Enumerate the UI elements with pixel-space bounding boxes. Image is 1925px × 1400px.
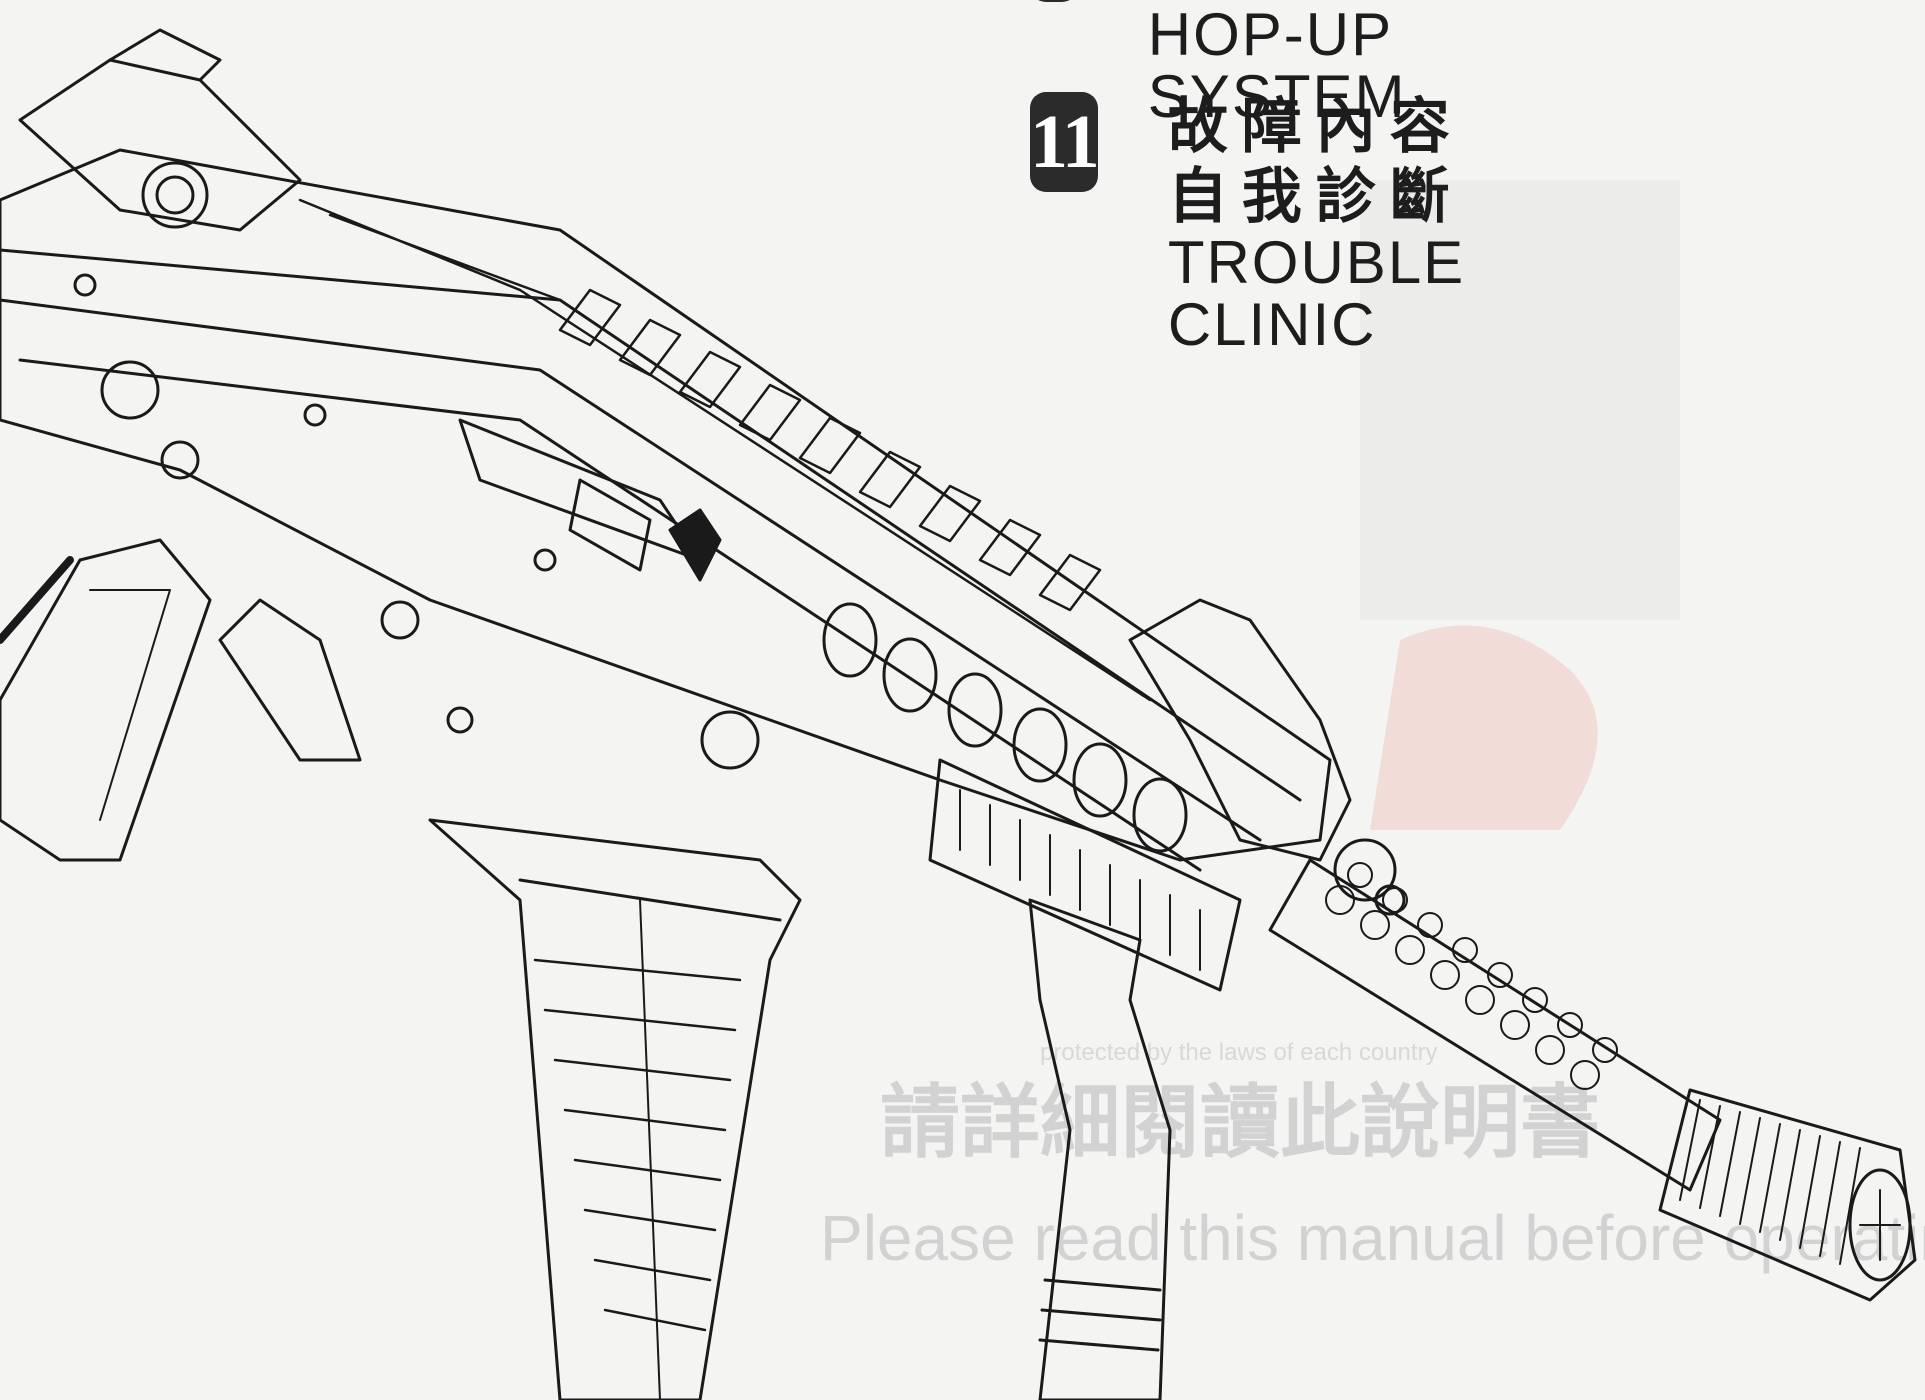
toc-title-zh: 故障內容自我診斷 — [1167, 92, 1464, 232]
magazine — [428, 818, 802, 1400]
toc-item-previous: VARIABLE HOP-UP SYSTEM — [1030, 0, 1515, 128]
pistol-grip — [0, 538, 212, 862]
bleed-line-1: 請詳細閱讀此說明書 — [880, 1076, 1600, 1169]
trigger-guard — [218, 598, 362, 762]
toc-item-11: 11 故障內容自我診斷 TROUBLE CLINIC — [1030, 92, 1507, 356]
handguard-holes — [822, 602, 1188, 853]
toc-number: 11 — [1030, 99, 1100, 184]
toc-title-en: TROUBLE CLINIC — [1167, 229, 1466, 358]
bleed-line-3: protected by the laws of each country — [1040, 1039, 1438, 1066]
front-sight — [1128, 598, 1352, 862]
bleed-red-shape — [1370, 625, 1598, 830]
lower-rail — [928, 758, 1242, 992]
vertical-foregrip — [1028, 898, 1172, 1400]
top-rail — [298, 198, 1152, 702]
toc-title-en: VARIABLE HOP-UP SYSTEM — [1147, 0, 1451, 130]
bleed-block — [1360, 180, 1680, 620]
bleed-line-2: Please read this manual before operating — [820, 1202, 1925, 1274]
barrel — [1268, 858, 1722, 1192]
toc-number-badge — [1030, 0, 1078, 2]
toc-number-badge: 11 — [1030, 92, 1100, 192]
upper-receiver — [0, 28, 1332, 872]
muzzle-device — [1658, 1088, 1917, 1302]
